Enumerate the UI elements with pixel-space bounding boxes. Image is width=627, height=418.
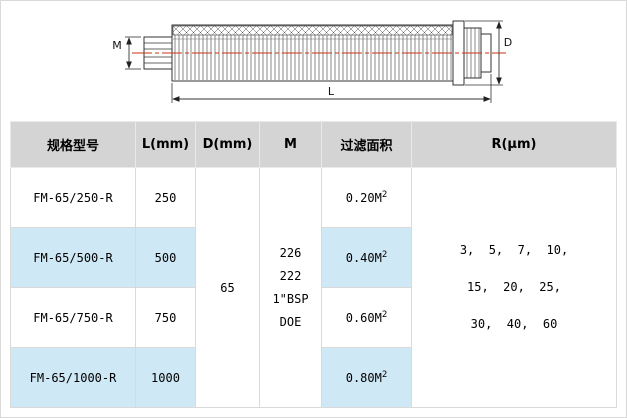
table-row: FM-65/750-R 750 0.60M2 bbox=[10, 287, 617, 348]
micron-line: 30, 40, 60 bbox=[470, 317, 558, 331]
spec-table: 规格型号 L(mm) D(mm) M 过滤面积 R(μm) FM-65/250-… bbox=[10, 121, 617, 408]
cell-area: 0.20M2 bbox=[321, 167, 412, 228]
filter-cartridge-drawing: M D L bbox=[1, 1, 626, 121]
cell-model: FM-65/250-R bbox=[10, 167, 136, 228]
dim-label-m: M bbox=[112, 39, 122, 52]
dim-label-d: D bbox=[504, 36, 512, 49]
interface-line: 226 bbox=[279, 245, 302, 260]
cell-area: 0.80M2 bbox=[321, 347, 412, 408]
table-row: FM-65/250-R 250 65 226 222 1"BSP DOE 0.2… bbox=[10, 167, 617, 408]
col-header-length: L(mm) bbox=[135, 121, 196, 168]
area-value: 0.80M bbox=[345, 371, 382, 385]
cell-area: 0.60M2 bbox=[321, 287, 412, 348]
cell-length: 750 bbox=[135, 287, 196, 348]
cartridge-diagram: M D L bbox=[112, 20, 512, 103]
col-header-model: 规格型号 bbox=[10, 121, 136, 168]
interface-line: DOE bbox=[279, 314, 302, 329]
col-header-area: 过滤面积 bbox=[321, 121, 412, 168]
cell-micron-merged: 3, 5, 7, 10, 15, 20, 25, 30, 40, 60 bbox=[411, 167, 617, 408]
dimension-l: L bbox=[171, 74, 492, 103]
header-row: 规格型号 L(mm) D(mm) M 过滤面积 R(μm) bbox=[10, 121, 617, 168]
table-row: FM-65/1000-R 1000 0.80M2 bbox=[10, 347, 617, 408]
table-row: FM-65/500-R 500 0.40M2 bbox=[10, 227, 617, 288]
dim-label-l: L bbox=[328, 85, 335, 98]
dimension-m: M bbox=[112, 36, 141, 70]
col-header-interface: M bbox=[259, 121, 322, 168]
dimension-d: D bbox=[465, 20, 512, 86]
cell-interface-merged: 226 222 1"BSP DOE bbox=[259, 167, 322, 408]
cell-model: FM-65/500-R bbox=[10, 227, 136, 288]
cell-diameter-merged: 65 bbox=[195, 167, 260, 408]
cell-length: 500 bbox=[135, 227, 196, 288]
area-superscript: 2 bbox=[381, 310, 388, 320]
interface-line: 1"BSP bbox=[272, 291, 309, 306]
micron-line: 3, 5, 7, 10, bbox=[459, 243, 569, 257]
micron-line: 15, 20, 25, bbox=[467, 280, 561, 294]
area-value: 0.60M bbox=[345, 311, 382, 325]
col-header-micron: R(μm) bbox=[411, 121, 617, 168]
area-superscript: 2 bbox=[381, 190, 388, 200]
cell-length: 1000 bbox=[135, 347, 196, 408]
cell-length: 250 bbox=[135, 167, 196, 228]
col-header-diameter: D(mm) bbox=[195, 121, 260, 168]
area-value: 0.40M bbox=[345, 251, 382, 265]
spec-table-wrap: 规格型号 L(mm) D(mm) M 过滤面积 R(μm) FM-65/250-… bbox=[1, 121, 626, 408]
cell-area: 0.40M2 bbox=[321, 227, 412, 288]
cell-model: FM-65/750-R bbox=[10, 287, 136, 348]
area-value: 0.20M bbox=[345, 191, 382, 205]
area-superscript: 2 bbox=[381, 370, 388, 380]
interface-line: 222 bbox=[279, 268, 302, 283]
cell-model: FM-65/1000-R bbox=[10, 347, 136, 408]
area-superscript: 2 bbox=[381, 250, 388, 260]
